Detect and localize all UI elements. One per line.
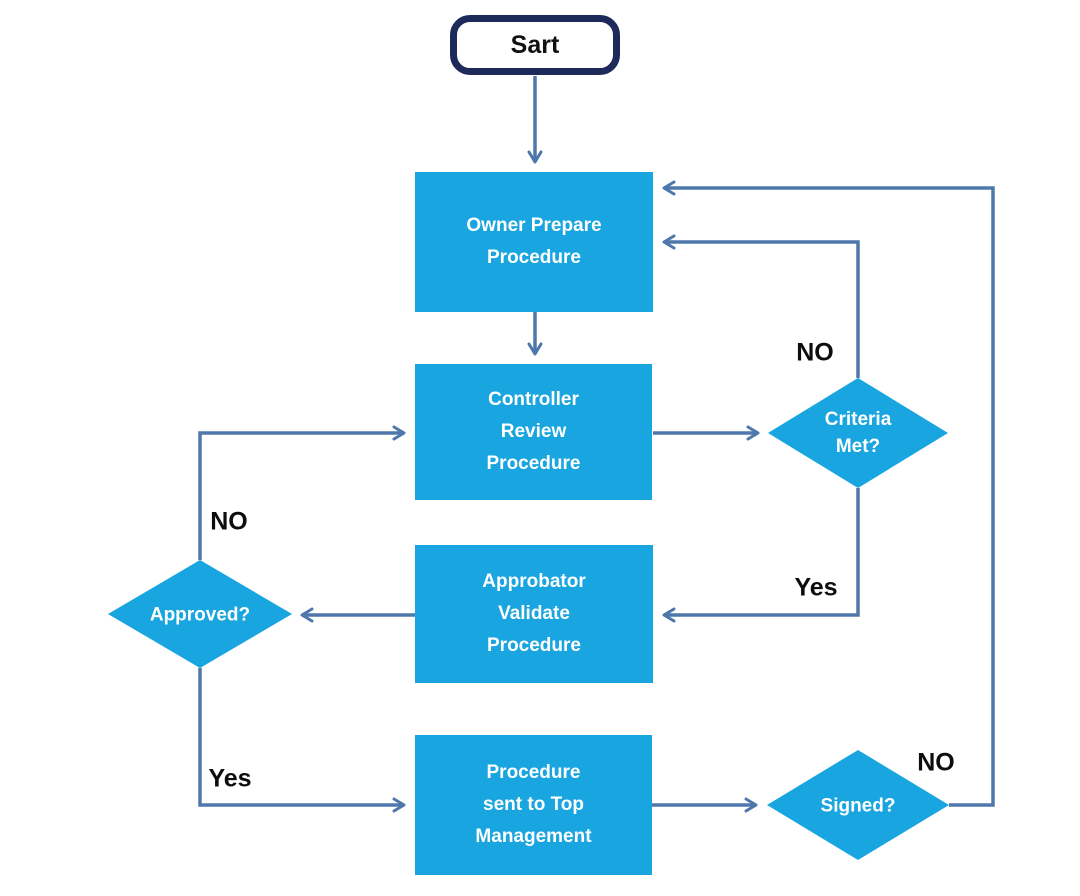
node-controller-review: Controller Review Procedure: [415, 364, 652, 500]
node-topmgmt-line-1: Procedure: [486, 762, 581, 783]
edge-criteria-yes-to-approbator: [662, 488, 860, 623]
criteria-met-label: Criteria Met?: [825, 406, 892, 460]
approved-label: Approved?: [150, 602, 250, 629]
edge-approved-no-to-controller: [198, 425, 406, 560]
node-owner-prepare: Owner Prepare Procedure: [415, 172, 653, 312]
edge-label-signed-no: NO: [917, 748, 955, 777]
node-topmgmt-line-3: Management: [475, 826, 592, 847]
signed-label: Signed?: [821, 793, 896, 820]
node-start: Sart: [450, 15, 620, 75]
node-topmgmt-line-2: sent to Top: [483, 794, 584, 815]
edge-label-approved-no: NO: [210, 507, 248, 536]
edge-signed-no-to-owner: [662, 180, 995, 807]
node-controller-line-3: Procedure: [486, 453, 581, 474]
edge-label-approved-yes: Yes: [208, 764, 252, 793]
node-procedure-sent-top-management: Procedure sent to Top Management: [415, 735, 652, 875]
criteria-met-diamond: [768, 378, 948, 488]
node-approbator-line-2: Validate: [498, 603, 570, 624]
node-controller-line-2: Review: [500, 421, 567, 442]
edge-criteria-no-to-owner: [662, 234, 860, 378]
node-approbator-validate: Approbator Validate Procedure: [415, 545, 653, 683]
edge-label-criteria-yes: Yes: [794, 573, 838, 602]
edge-approved-yes-to-topmgmt: [198, 668, 406, 813]
criteria-line-2: Met?: [835, 436, 881, 457]
node-start-label: Sart: [510, 30, 560, 59]
node-owner-line-2: Procedure: [487, 247, 581, 268]
node-approbator-line-3: Procedure: [487, 635, 581, 656]
node-controller-line-1: Controller: [488, 389, 579, 410]
node-approbator-line-1: Approbator: [482, 571, 586, 592]
edge-label-criteria-no: NO: [796, 338, 834, 367]
signed-line-1: Signed?: [820, 795, 896, 817]
criteria-line-1: Criteria: [824, 409, 892, 430]
approved-diamond: [108, 560, 292, 668]
node-owner-line-1: Owner Prepare: [466, 215, 602, 236]
signed-diamond: [767, 750, 949, 860]
approved-line-1: Approved?: [149, 604, 251, 626]
